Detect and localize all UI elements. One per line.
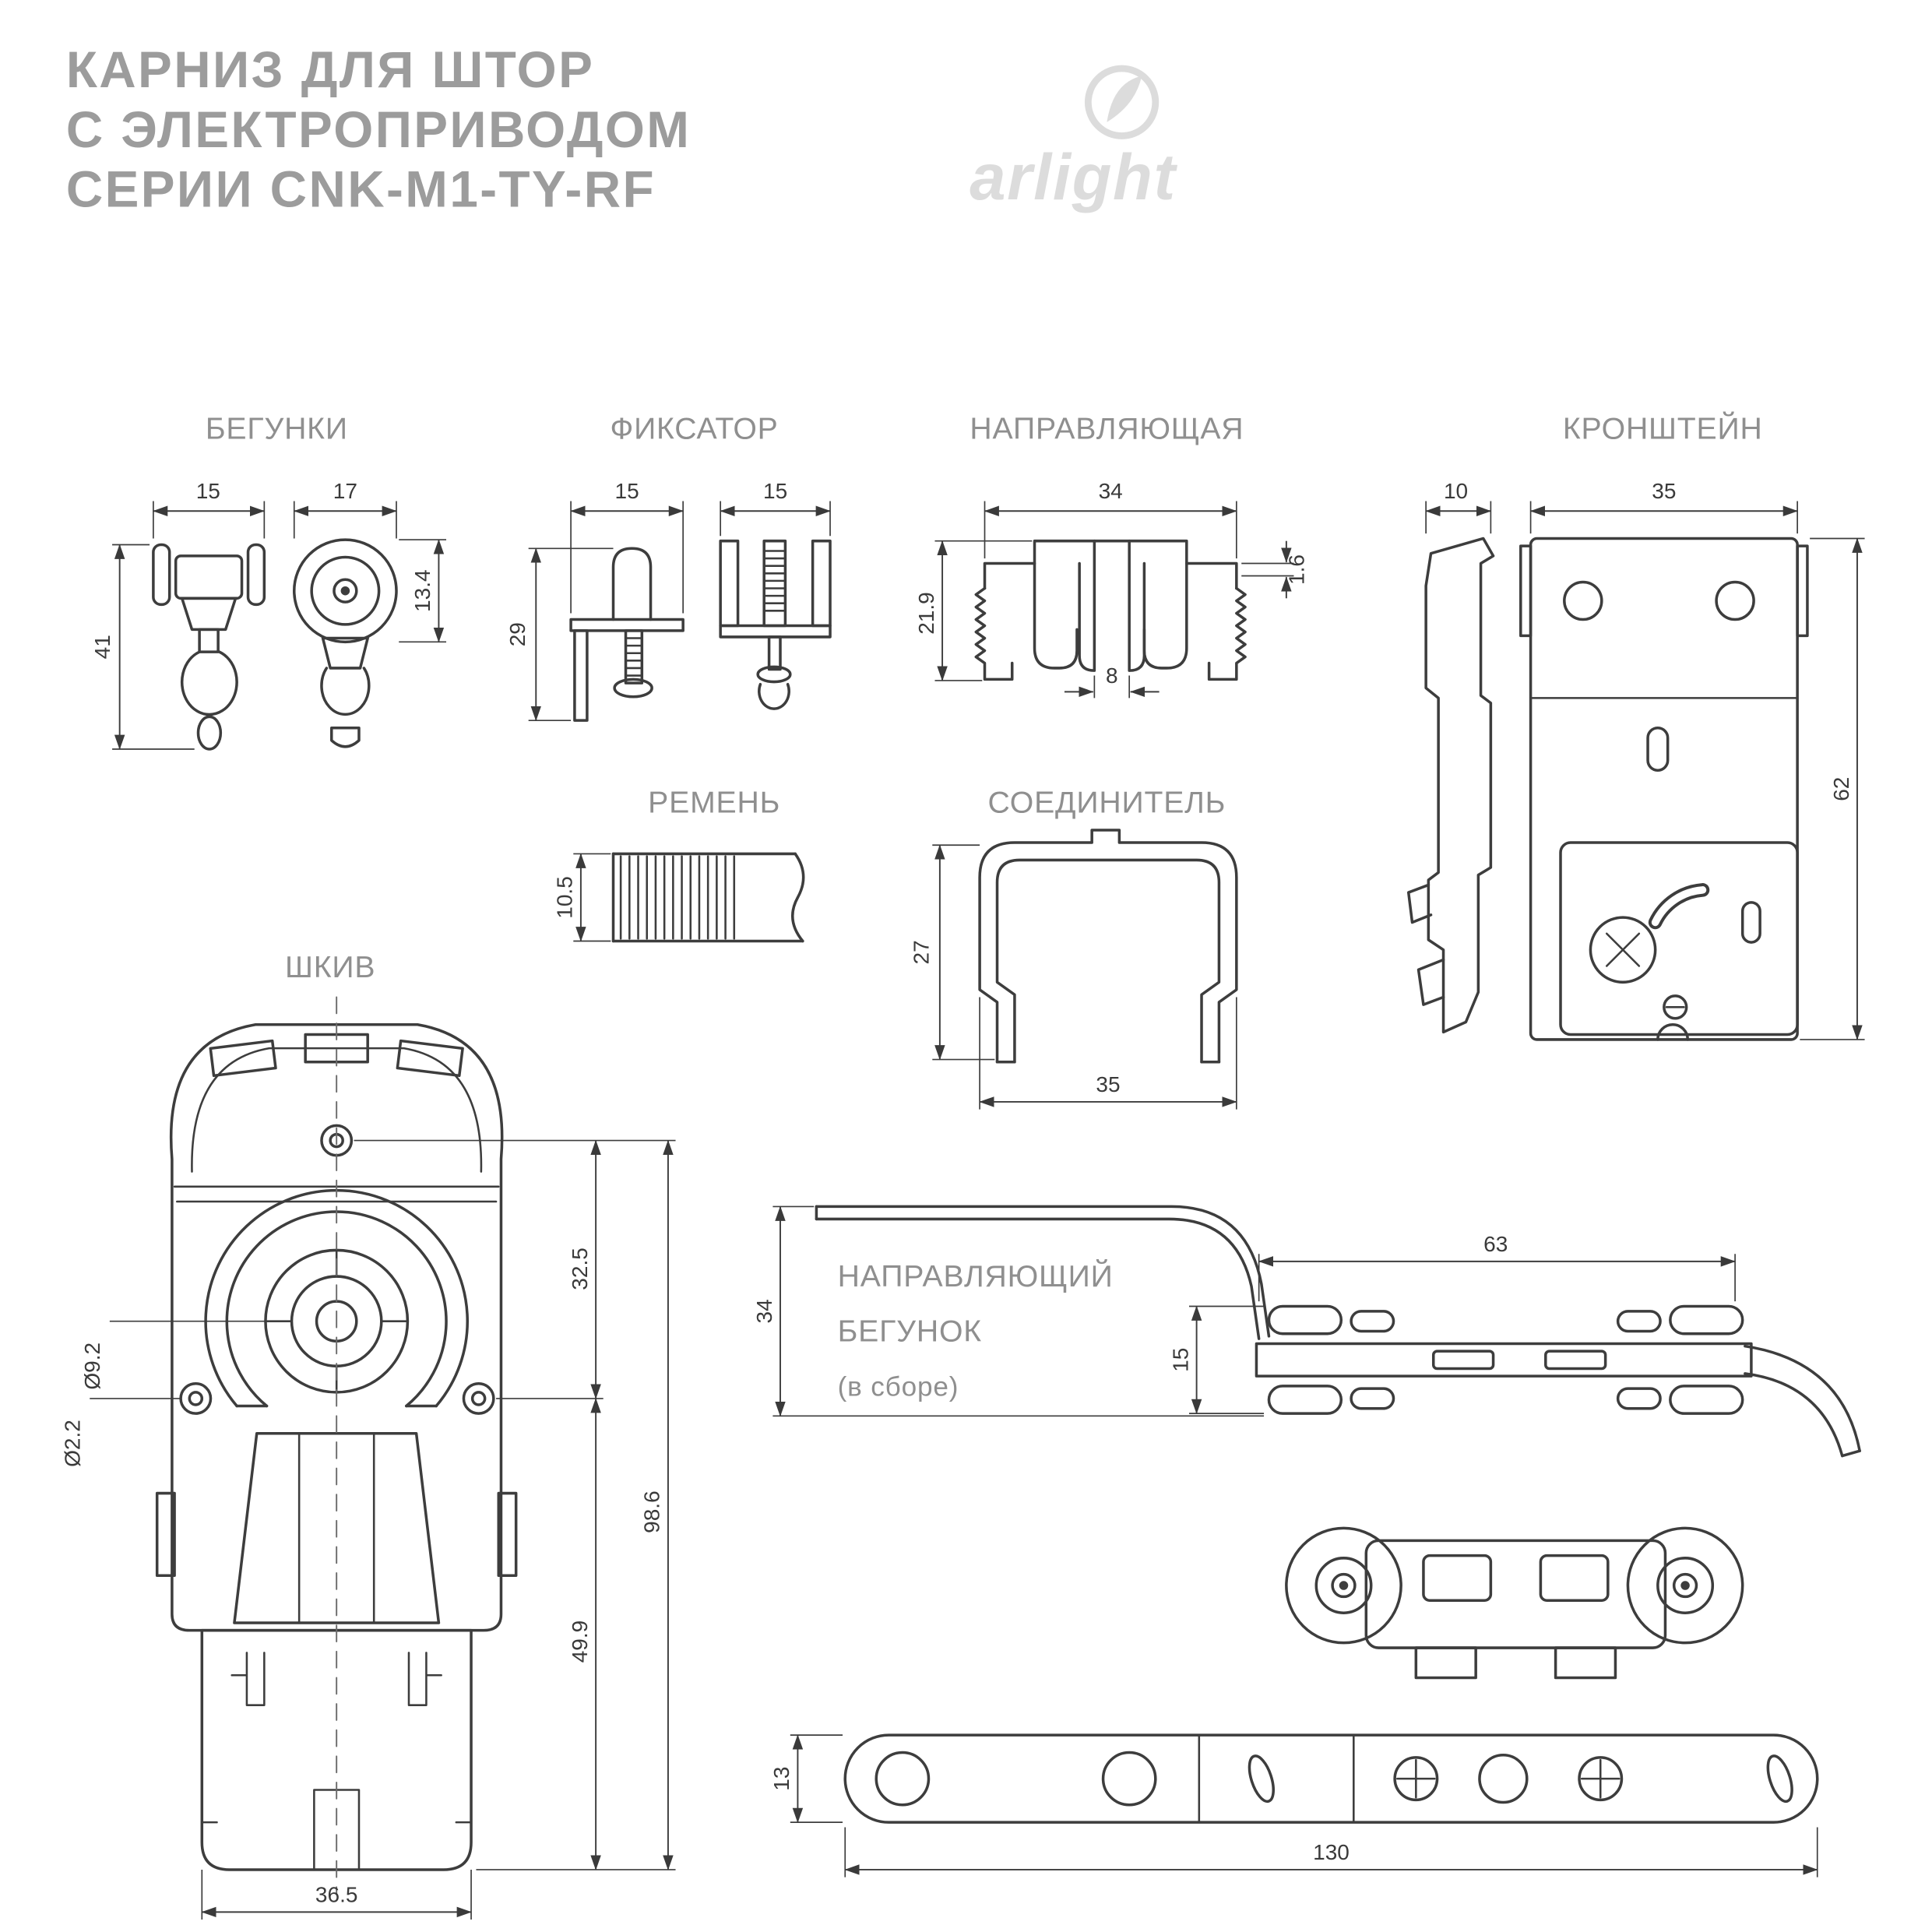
section-runners: БЕГУНКИ 15 17 [90,412,447,751]
pulley-dim-width: 36.5 [315,1883,357,1907]
pulley-dim-hole-small: Ø2.2 [60,1420,84,1467]
connector-label: СОЕДИНИТЕЛЬ [988,787,1226,820]
rail-dimensions: 34 21.9 8 1.6 [914,479,1308,699]
rail-label: НАПРАВЛЯЮЩАЯ [970,412,1244,445]
connector-dim-width: 35 [1096,1072,1120,1096]
guide-runner-dim-body: 15 [1168,1348,1192,1372]
guide-runner-label-line-3: (в сборе) [838,1372,959,1402]
rail-dim-height: 21.9 [914,592,938,635]
fixator-dim-width-right: 15 [763,479,787,503]
bracket-dim-depth: 10 [1444,479,1468,503]
runners-dim-wheel: 13.4 [410,569,435,612]
runners-dim-width-left: 15 [196,479,220,503]
fixator-dim-width-left: 15 [615,479,639,503]
runners-dimensions: 15 17 41 13.4 [90,479,447,750]
rail-dim-slot: 8 [1106,663,1118,688]
section-pulley: ШКИВ [60,951,676,1920]
logo-swoosh-icon [1107,76,1142,122]
runner-right-drawing [292,538,398,748]
section-fixator: ФИКСАТОР 15 15 29 [505,412,832,722]
connector-dim-height: 27 [909,940,933,964]
guide-runner-dim-length: 63 [1483,1232,1508,1256]
guide-runner-dim-plate: 13 [769,1767,794,1791]
section-bracket: КРОНШТЕЙН [1406,410,1865,1041]
pulley-dim-hole-large: Ø9.2 [80,1343,104,1390]
connector-dimensions: 27 35 [909,844,1237,1110]
guide-runner-dimensions: 63 34 15 13 130 [752,1205,1818,1877]
bracket-dim-width: 35 [1652,479,1676,503]
guide-runner-label-line-1: НАПРАВЛЯЮЩИЙ [838,1258,1114,1293]
runners-dim-width-right: 17 [333,479,357,503]
bracket-front-view-drawing [1519,537,1809,1041]
section-guide-runner: НАПРАВЛЯЮЩИЙ БЕГУНОК (в сборе) [752,1205,1861,1877]
pulley-dimensions: 32.5 49.9 98.6 36.5 Ø9.2 Ø2.2 [60,1139,676,1920]
fixator-left-drawing [569,547,684,722]
title-block: КАРНИЗ ДЛЯ ШТОР С ЭЛЕКТРОПРИВОДОМ СЕРИИ … [66,41,692,218]
fixator-right-drawing [719,539,832,710]
pulley-dim-screws: 32.5 [568,1248,592,1290]
pulley-dim-total-height: 98.6 [640,1490,664,1533]
section-connector: СОЕДИНИТЕЛЬ 27 35 [909,787,1238,1110]
guide-runner-label-line-2: БЕГУНОК [838,1314,982,1348]
bracket-dim-height: 62 [1829,777,1853,801]
fixator-dim-height: 29 [505,622,530,646]
guide-runner-dim-total: 130 [1313,1840,1350,1864]
bracket-label: КРОНШТЕЙН [1563,410,1763,445]
rail-profile-drawing [974,539,1247,681]
rail-dim-thickness: 1.6 [1284,554,1308,585]
guide-runner-side-view-drawing [1285,1526,1744,1680]
page-title-line-1: КАРНИЗ ДЛЯ ШТОР [66,41,594,98]
bracket-dimensions: 10 35 62 [1425,479,1865,1040]
fixator-label: ФИКСАТОР [610,412,778,445]
brand-name: arlight [970,141,1177,213]
runners-label: БЕГУНКИ [206,412,348,445]
section-rail: НАПРАВЛЯЮЩАЯ 34 21.9 8 1.6 [914,412,1308,699]
pulley-label: ШКИВ [285,951,375,984]
section-belt: РЕМЕНЬ 10.5 [553,787,805,943]
pulley-drawing [155,996,518,1895]
belt-drawing [611,852,805,943]
logo-circle-icon [1084,65,1160,139]
page-title-line-3: СЕРИИ CNK-M1-TY-RF [66,161,656,218]
bracket-side-profile-drawing [1406,537,1495,1034]
belt-dimensions: 10.5 [553,853,611,942]
connector-drawing [978,829,1238,1064]
pulley-dim-lower: 49.9 [568,1621,592,1663]
fixator-dimensions: 15 15 29 [505,479,831,722]
belt-label: РЕМЕНЬ [648,787,780,820]
rail-dim-width: 34 [1099,479,1123,503]
page-title-line-2: С ЭЛЕКТРОПРИВОДОМ [66,101,692,158]
belt-dim-height: 10.5 [553,876,577,919]
runner-left-drawing [152,543,266,751]
guide-runner-bottom-view-drawing [843,1733,1819,1824]
runners-dim-height: 41 [90,635,114,659]
brand-logo: arlight [970,65,1177,213]
guide-runner-dim-arm: 34 [752,1299,776,1323]
